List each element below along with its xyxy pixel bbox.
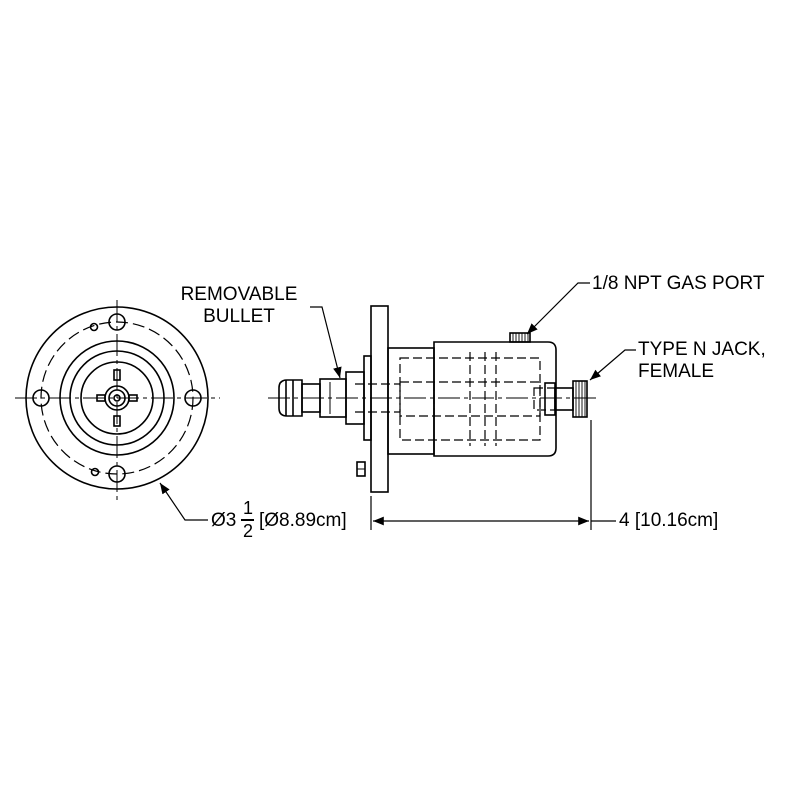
housing-front [387, 347, 435, 455]
type-n-jack-line-2: FEMALE [638, 361, 715, 382]
diameter-metric: [Ø8.89cm] [259, 510, 347, 531]
bullet-tip [278, 379, 303, 417]
diameter-prefix: Ø3 [211, 510, 237, 531]
type-n-jack-line-1: TYPE N JACK, [638, 339, 766, 360]
n-jack-nut [572, 380, 588, 418]
small-hole-upper [89, 322, 99, 332]
length-dimension-label: 4 [10.16cm] [619, 510, 719, 531]
removable-bullet-line-2: BULLET [203, 306, 275, 327]
hidden-lines [355, 352, 556, 446]
dimensions [159, 282, 636, 530]
gas-port [509, 332, 531, 343]
diameter-fraction-numerator: 1 [243, 498, 254, 518]
removable-bullet-line-1: REMOVABLE [180, 284, 298, 305]
small-hole-lower [90, 467, 100, 477]
n-jack-leader [589, 349, 636, 381]
housing-body [433, 341, 557, 457]
gas-port-leader [526, 282, 590, 335]
front-view-centerlines [15, 300, 220, 500]
flange-plate [370, 305, 389, 493]
side-view [278, 305, 588, 493]
type-n-jack-label: TYPE N JACK, FEMALE [638, 339, 766, 383]
diameter-leader [159, 482, 208, 521]
removable-bullet-label: REMOVABLE BULLET [170, 284, 308, 328]
gas-port-knurl [512, 333, 529, 342]
n-jack-body [554, 387, 574, 411]
gas-port-label: 1/8 NPT GAS PORT [592, 273, 765, 294]
bullet-leader [310, 306, 342, 379]
diameter-fraction-bar [241, 519, 254, 521]
diameter-fraction-denominator: 2 [243, 521, 254, 541]
